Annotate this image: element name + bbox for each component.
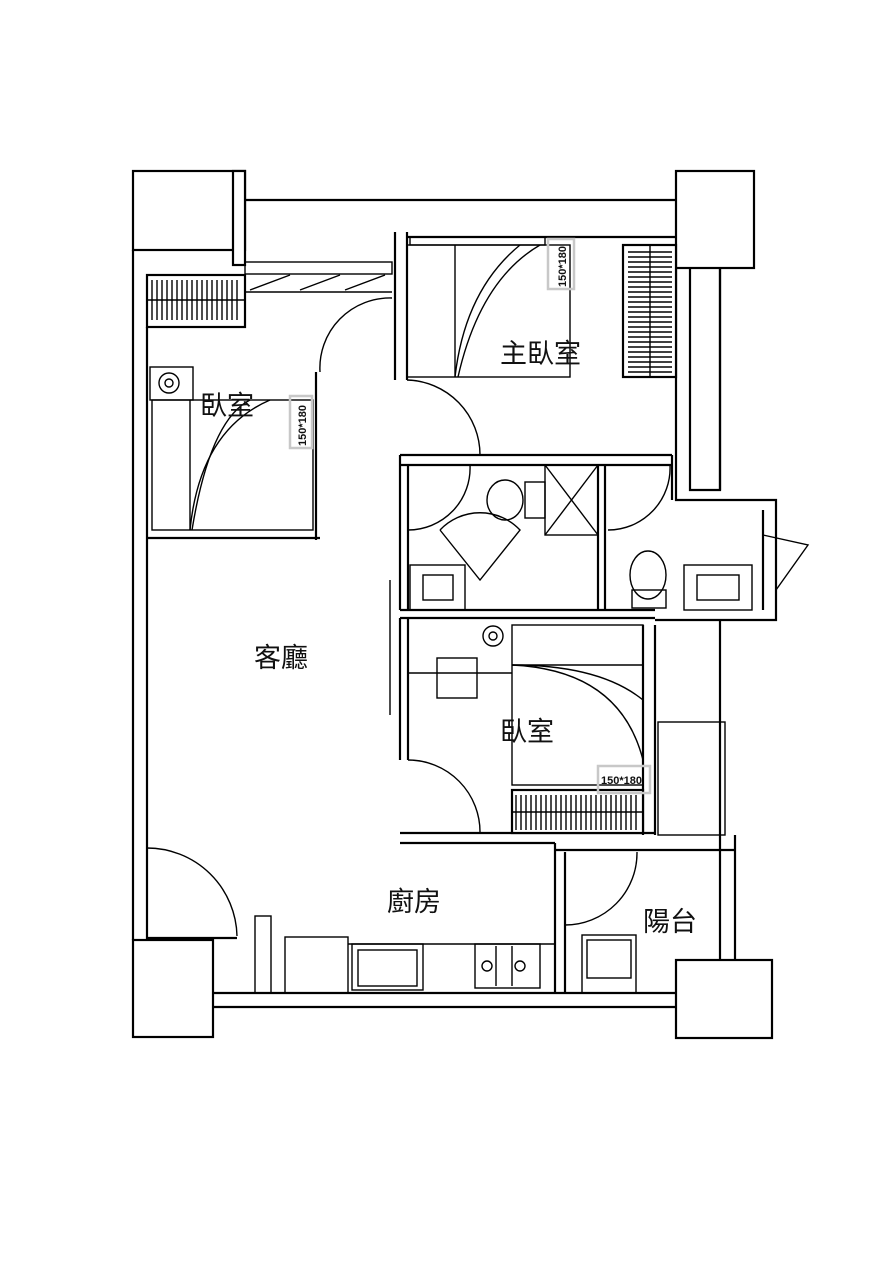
label-living-room: 客廳: [254, 643, 308, 674]
bedroom-1: [147, 297, 393, 540]
room-labels: 主臥室 臥室 客廳 臥室 廚房 陽台 150*180 150*180 150*1…: [200, 246, 697, 938]
master-bedroom: [393, 232, 678, 456]
label-balcony: 陽台: [643, 907, 697, 938]
label-bedroom-1: 臥室: [200, 391, 254, 422]
dim-master-bed: 150*180: [557, 246, 569, 287]
dim-bedroom-2-bed: 150*180: [601, 775, 642, 787]
bedroom-1-closet: [145, 261, 393, 329]
label-bedroom-2: 臥室: [500, 717, 554, 748]
balcony: [553, 620, 737, 994]
living-kitchen: [146, 847, 555, 994]
label-kitchen: 廚房: [387, 887, 441, 918]
label-master-bedroom: 主臥室: [500, 339, 581, 370]
dim-bedroom-1-bed: 150*180: [297, 405, 309, 446]
structural-columns: [131, 169, 774, 1040]
bedroom-2: [398, 618, 657, 845]
bathrooms: [389, 453, 810, 715]
